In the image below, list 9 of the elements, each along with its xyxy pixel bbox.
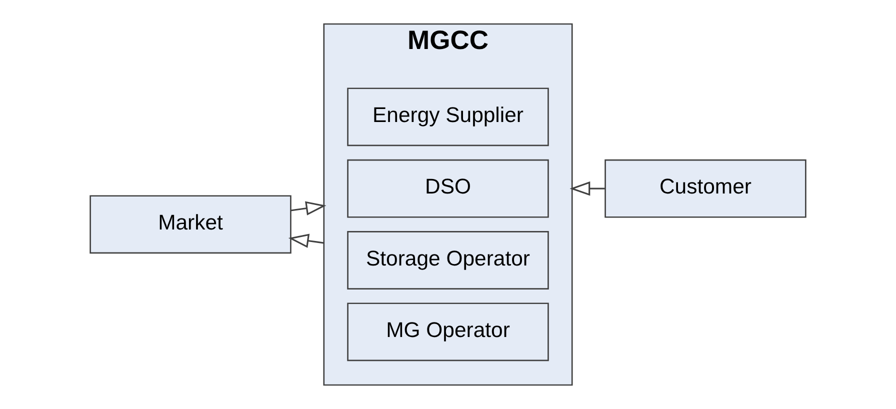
node-box: Customer	[604, 159, 806, 218]
node-box: DSO	[347, 159, 549, 218]
arrow	[570, 181, 605, 196]
node-box: MG Operator	[347, 302, 549, 362]
node-box: Energy Supplier	[347, 88, 549, 146]
node-box: Market	[90, 195, 292, 254]
arrow	[288, 234, 324, 248]
arrow	[290, 201, 326, 216]
node-box: Storage Operator	[347, 231, 549, 290]
